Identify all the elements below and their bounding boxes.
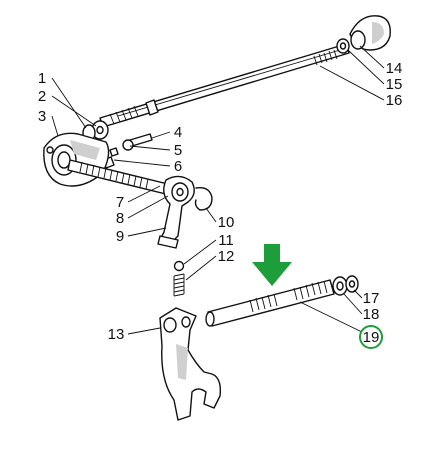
callout-7: 7 bbox=[116, 194, 124, 211]
callout-5: 5 bbox=[174, 142, 182, 159]
callout-labels: 1 2 3 4 5 6 7 8 9 10 11 12 13 14 15 16 1… bbox=[38, 60, 403, 346]
lever-arm bbox=[157, 175, 195, 249]
callout-18: 18 bbox=[363, 306, 380, 323]
callout-15: 15 bbox=[386, 76, 403, 93]
callout-4: 4 bbox=[174, 124, 182, 141]
lower-shaft bbox=[205, 279, 335, 327]
callout-12: 12 bbox=[218, 248, 235, 265]
callout-19: 19 bbox=[363, 329, 380, 346]
callout-9: 9 bbox=[116, 228, 124, 245]
circlip bbox=[194, 187, 213, 211]
arrow-down-icon bbox=[252, 244, 292, 286]
knob-nut bbox=[336, 38, 350, 54]
detent-spring bbox=[173, 273, 185, 297]
callout-14: 14 bbox=[386, 60, 403, 77]
callout-11: 11 bbox=[218, 232, 234, 249]
shaft-nut bbox=[345, 275, 359, 293]
shift-fork bbox=[159, 307, 222, 421]
callout-16: 16 bbox=[386, 92, 403, 109]
long-rod bbox=[99, 43, 350, 128]
highlight-circle bbox=[359, 325, 383, 349]
leader-lines bbox=[51, 45, 385, 335]
callout-6: 6 bbox=[174, 158, 182, 175]
callout-2: 2 bbox=[38, 88, 46, 105]
detent-ball bbox=[173, 260, 185, 272]
callout-8: 8 bbox=[116, 210, 124, 227]
callout-13: 13 bbox=[108, 326, 125, 343]
callout-17: 17 bbox=[363, 290, 380, 307]
callout-1: 1 bbox=[38, 70, 46, 87]
shaft-washer bbox=[332, 276, 348, 296]
knob bbox=[349, 15, 391, 51]
callout-10: 10 bbox=[218, 214, 235, 231]
callout-3: 3 bbox=[38, 108, 46, 125]
